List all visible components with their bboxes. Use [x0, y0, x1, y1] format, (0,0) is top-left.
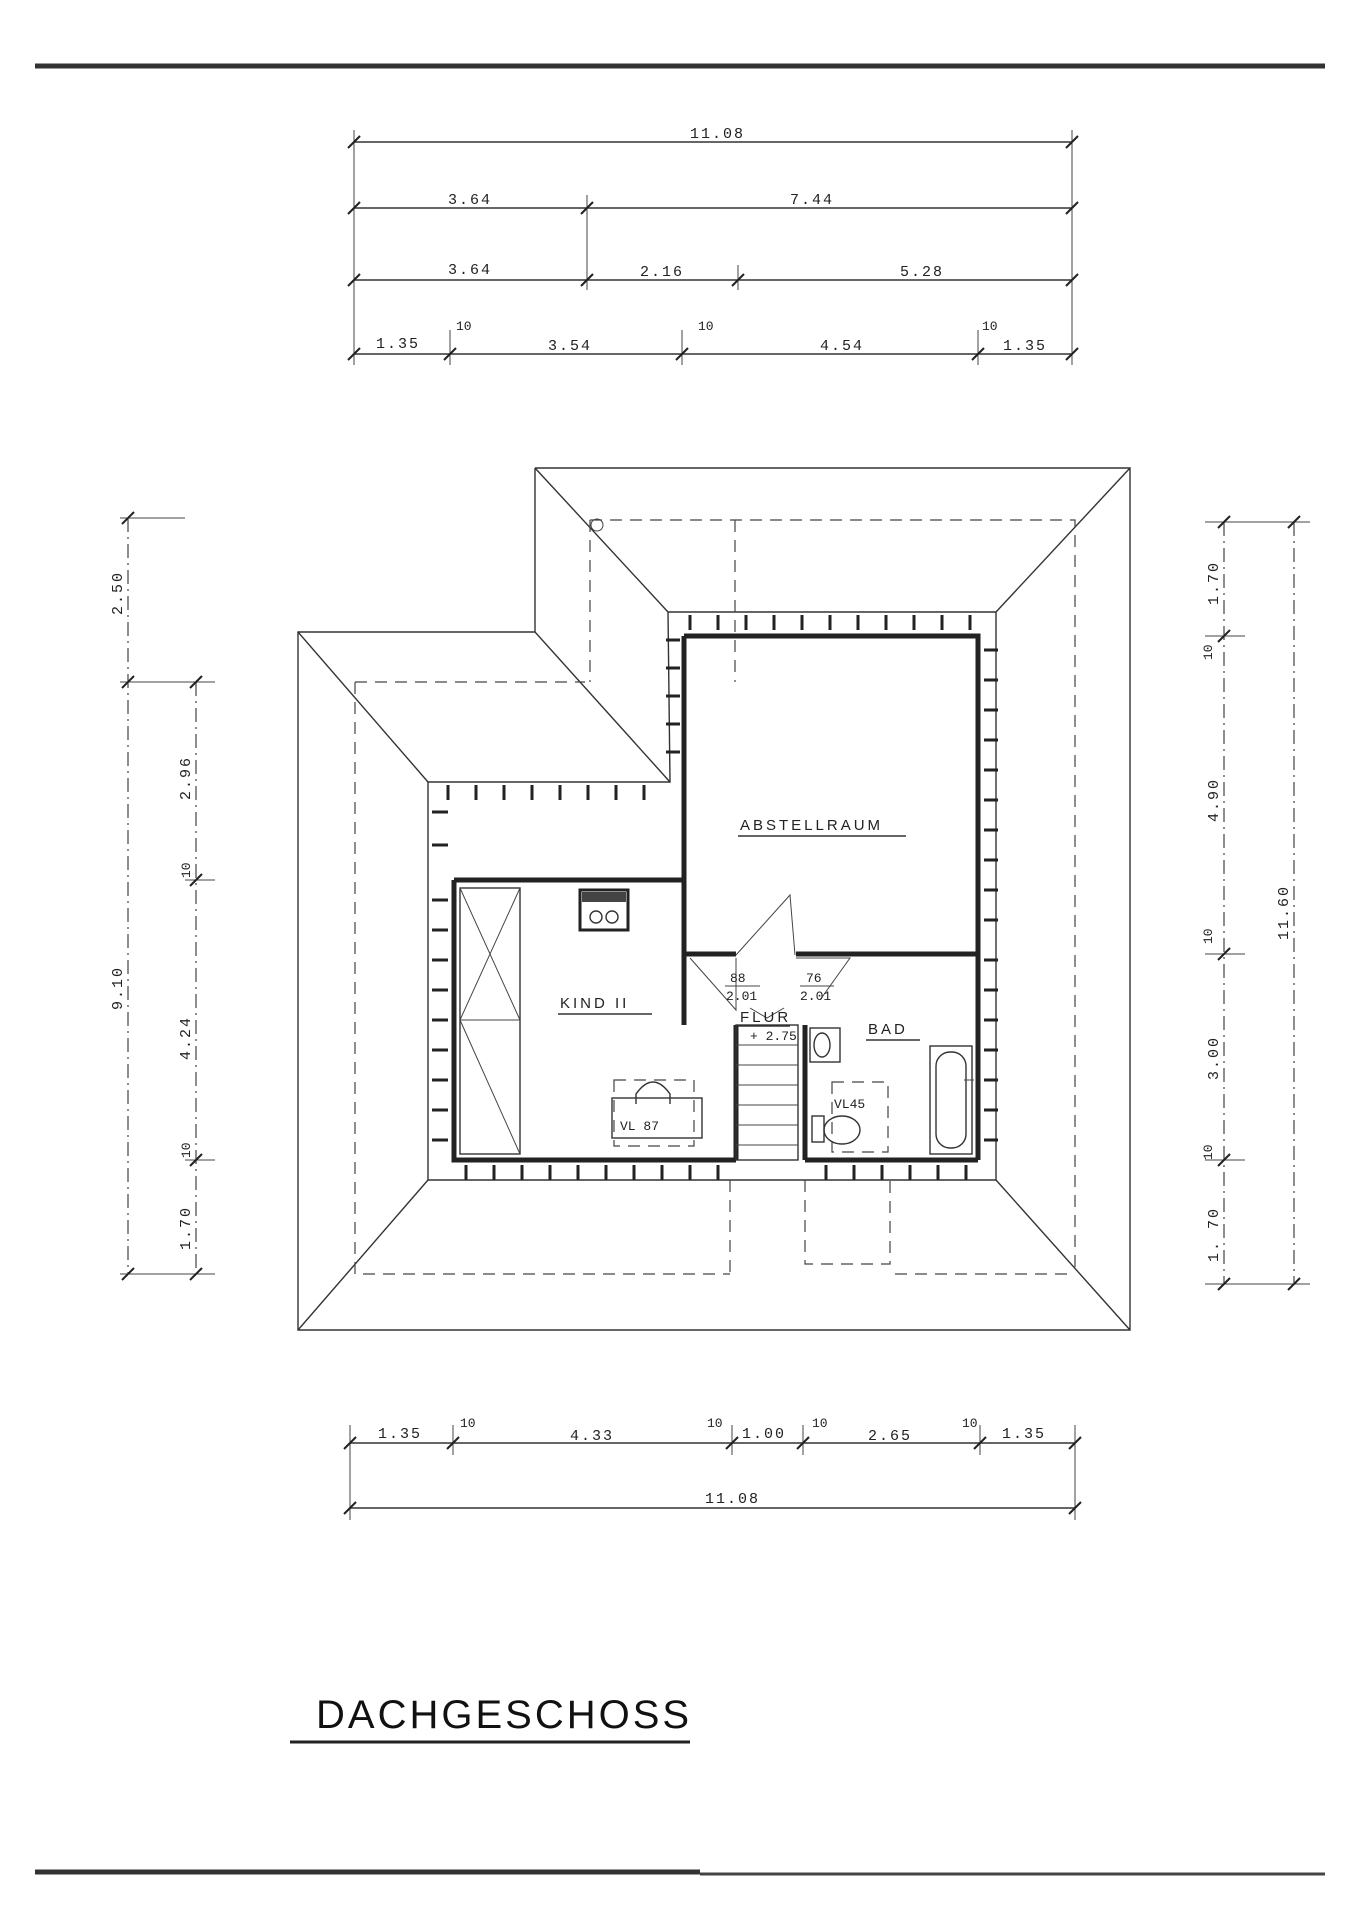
dim-bottom-overall: 11.08 — [705, 1491, 760, 1508]
flur-level: + 2.75 — [750, 1029, 797, 1044]
dim-bottom-e: 1.00 — [742, 1426, 786, 1443]
dim-top-r4-d: 10 — [698, 319, 714, 334]
bottom-dimension-chains — [343, 1425, 1082, 1520]
dim-left-inner-c: 4.24 — [178, 1016, 195, 1060]
dim-bottom-a: 1.35 — [378, 1426, 422, 1443]
wardrobe — [459, 887, 521, 1155]
dim-left-inner-a: 2.96 — [178, 756, 195, 800]
toilet-icon — [811, 1081, 889, 1153]
door-2-width: 76 — [806, 971, 822, 986]
dim-left-inner-d: 10 — [179, 1142, 194, 1158]
right-dimension-chains — [1205, 515, 1310, 1291]
dim-top-r2-b: 7.44 — [790, 192, 834, 209]
room-label-bad: BAD — [868, 1021, 908, 1038]
dim-left-outer-b: 9.10 — [110, 966, 127, 1010]
dim-top-overall: 11.08 — [690, 126, 745, 143]
top-dimension-chains — [347, 130, 1079, 365]
dim-right-inner-d: 10 — [1201, 928, 1216, 944]
dim-bottom-h: 10 — [962, 1416, 978, 1431]
dim-right-inner-g: 1. 70 — [1206, 1207, 1223, 1262]
dim-top-r4-a: 1.35 — [376, 336, 420, 353]
dim-left-outer-a: 2.50 — [110, 571, 127, 615]
dim-right-inner-f: 10 — [1201, 1144, 1216, 1160]
dim-top-r2-a: 3.64 — [448, 192, 492, 209]
rafter-ticks — [432, 615, 998, 1180]
room-label-abstellraum: ABSTELLRAUM — [740, 817, 883, 834]
door-1-width: 88 — [730, 971, 746, 986]
drawing-title: DACHGESCHOSS — [316, 1693, 692, 1737]
dim-top-r4-f: 10 — [982, 319, 998, 334]
desk-with-chair — [611, 1079, 703, 1147]
label-vl87: VL 87 — [620, 1119, 659, 1134]
dim-left-inner-e: 1.70 — [178, 1206, 195, 1250]
dim-right-inner-e: 3.00 — [1206, 1036, 1223, 1080]
dim-bottom-d: 10 — [707, 1416, 723, 1431]
dim-top-r3-c: 5.28 — [900, 264, 944, 281]
walls — [451, 633, 981, 1163]
dim-bottom-i: 1.35 — [1002, 1426, 1046, 1443]
dim-right-overall: 11.60 — [1276, 885, 1293, 940]
dim-top-r3-a: 3.64 — [448, 262, 492, 279]
dim-bottom-g: 2.65 — [868, 1428, 912, 1445]
door-2-height: 2.01 — [800, 989, 831, 1004]
dim-top-r4-b: 10 — [456, 319, 472, 334]
door-1-height: 2.01 — [726, 989, 757, 1004]
room-label-kind: KIND II — [560, 995, 629, 1012]
dim-bottom-f: 10 — [812, 1416, 828, 1431]
dim-bottom-b: 10 — [460, 1416, 476, 1431]
dim-top-r4-e: 4.54 — [820, 338, 864, 355]
dim-left-inner-b: 10 — [179, 862, 194, 878]
roof-outline — [297, 467, 1131, 1331]
dim-top-r4-c: 3.54 — [548, 338, 592, 355]
left-dimension-chains — [120, 511, 215, 1281]
stove-icon — [578, 888, 630, 932]
bathtub-icon — [929, 1045, 974, 1155]
dim-bottom-c: 4.33 — [570, 1428, 614, 1445]
label-vl45: VL45 — [834, 1097, 865, 1112]
dim-right-inner-b: 10 — [1201, 644, 1216, 660]
dim-right-inner-c: 4.90 — [1206, 778, 1223, 822]
dim-top-r3-b: 2.16 — [640, 264, 684, 281]
staircase — [735, 1007, 799, 1161]
dim-top-r4-g: 1.35 — [1003, 338, 1047, 355]
dim-right-inner-a: 1.70 — [1206, 561, 1223, 605]
room-label-flur: FLUR — [740, 1009, 791, 1026]
washbasin-icon — [809, 1027, 841, 1063]
